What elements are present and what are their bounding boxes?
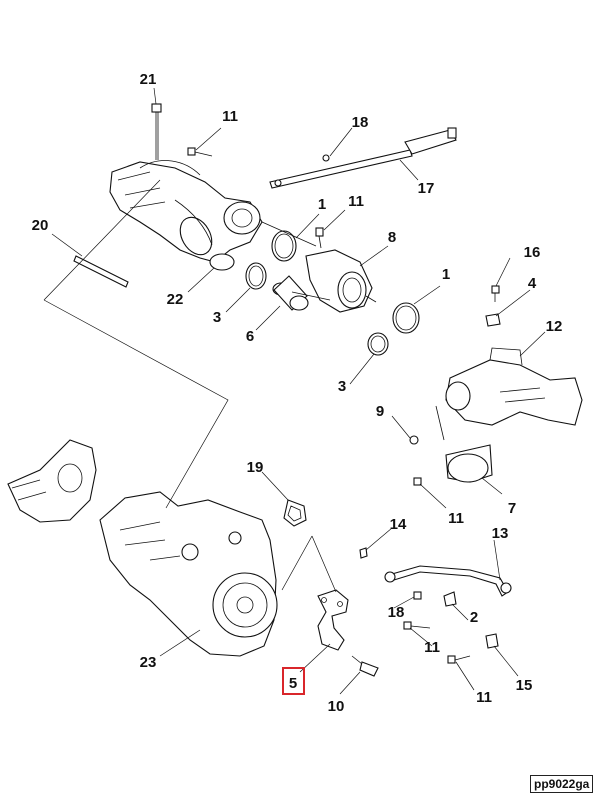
callout-23: 23 [140, 654, 157, 671]
bolt-11-mid-drawing [315, 227, 324, 249]
callout-10: 10 [328, 698, 345, 715]
callout-8: 8 [388, 229, 396, 246]
seals-right-drawing [367, 302, 420, 356]
callout-11-top: 11 [222, 108, 238, 125]
callout-2: 2 [470, 609, 478, 626]
highlight-box [282, 667, 305, 695]
callout-11-lower-right: 11 [476, 689, 492, 706]
callout-11-right: 11 [448, 510, 464, 527]
seals-upper-drawing [245, 230, 297, 290]
callout-21: 21 [140, 71, 157, 88]
callout-15: 15 [516, 677, 533, 694]
callout-18-top: 18 [352, 114, 369, 131]
callout-5-highlighted[interactable]: 5 [289, 675, 297, 692]
callout-17: 17 [418, 180, 435, 197]
callout-11-upper: 11 [348, 193, 364, 210]
gasket-19-drawing [283, 499, 307, 527]
callout-18-lower: 18 [388, 604, 405, 621]
callout-1-upper: 1 [318, 196, 326, 213]
bolt-21-drawing [151, 103, 162, 160]
leader-lines [43, 87, 546, 695]
callout-13: 13 [492, 525, 509, 542]
pipe-6-drawing [272, 275, 309, 311]
pipe-12-actuator-7-drawing [409, 347, 583, 486]
callout-6: 6 [246, 328, 254, 345]
callout-7: 7 [508, 500, 516, 517]
turbocharger-23-drawing [99, 491, 278, 657]
elbow-8-drawing [305, 249, 377, 313]
oil-pipe-13-drawing [359, 547, 512, 664]
callout-16: 16 [524, 244, 541, 261]
diagram-reference-code: pp9022ga [530, 775, 594, 793]
turbocharger-small-view-drawing [7, 439, 97, 523]
callout-11-lower-left: 11 [424, 639, 440, 656]
callout-3-upper: 3 [213, 309, 221, 326]
callout-19: 19 [247, 459, 264, 476]
sensor-17-drawing [269, 127, 457, 189]
callout-14: 14 [390, 516, 407, 533]
callout-20: 20 [32, 217, 49, 234]
turbocharger-upper-drawing [109, 160, 263, 271]
bracket-5-drawing [317, 589, 349, 651]
bolt-11-top-drawing [187, 147, 213, 157]
callout-4: 4 [528, 275, 537, 292]
callout-22: 22 [167, 291, 184, 308]
gasket-20-drawing [73, 255, 129, 288]
callout-12: 12 [546, 318, 563, 335]
callout-3-right: 3 [338, 378, 346, 395]
callout-9: 9 [376, 403, 384, 420]
fastener-16-4-drawing [485, 285, 501, 327]
callout-labels: 21 11 18 17 20 1 11 8 22 3 6 16 1 4 12 3… [32, 71, 563, 715]
bolt-10-drawing [351, 655, 379, 677]
callout-1-right: 1 [442, 266, 450, 283]
